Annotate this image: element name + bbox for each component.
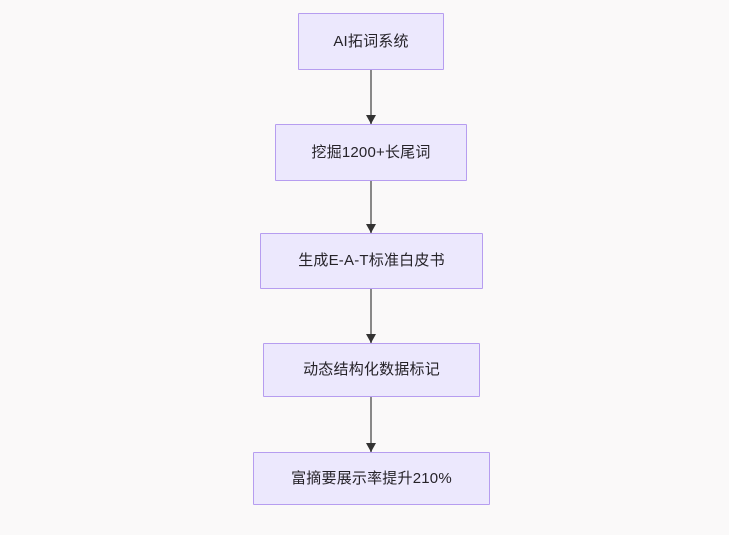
node-ai-keyword-system[interactable]: AI拓词系统 [298,13,444,70]
node-label: AI拓词系统 [333,32,409,50]
edge-line [370,70,372,124]
node-label: 富摘要展示率提升210% [291,469,452,487]
node-label: 动态结构化数据标记 [303,361,440,378]
arrowhead-icon [366,334,376,343]
node-rich-snippet-rate-increase[interactable]: 富摘要展示率提升210% [253,452,490,505]
arrowhead-icon [366,115,376,124]
node-dynamic-structured-data-markup[interactable]: 动态结构化数据标记 [263,343,480,397]
node-generate-eat-whitepaper[interactable]: 生成E-A-T标准白皮书 [260,233,483,289]
arrowhead-icon [366,224,376,233]
node-mine-longtail-keywords[interactable]: 挖掘1200+长尾词 [275,124,467,181]
edge-line [370,397,372,452]
edge-line [370,181,372,233]
node-label: 挖掘1200+长尾词 [311,143,431,161]
edge-line [370,289,372,343]
node-label: 生成E-A-T标准白皮书 [298,252,445,269]
arrowhead-icon [366,443,376,452]
